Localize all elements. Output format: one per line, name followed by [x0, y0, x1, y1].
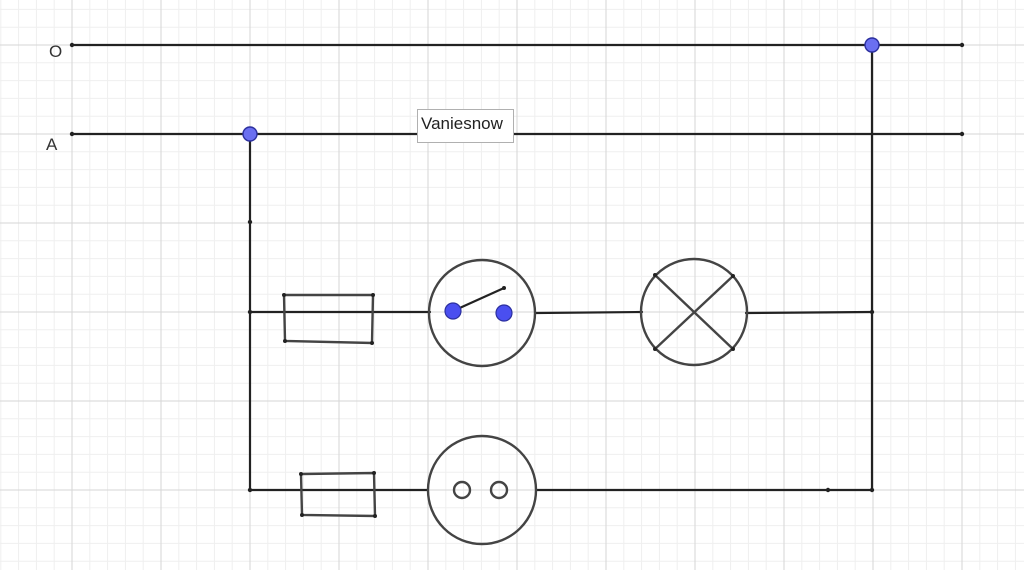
switch — [427, 258, 537, 368]
phase-line-end — [959, 131, 965, 137]
fuse-2-corner — [299, 472, 303, 476]
wire-node — [869, 487, 875, 493]
lamp-cross-2 — [654, 275, 734, 350]
lamp-cross-end — [653, 273, 657, 277]
fuse-2-corner — [300, 513, 304, 517]
switch-lever-tip — [502, 286, 506, 290]
switch-contact-left — [444, 302, 462, 320]
neutral-line-start — [69, 42, 75, 48]
fuse-2-corner — [373, 514, 377, 518]
watermark-label: Vaniesnow — [417, 109, 514, 143]
lamp-cross-end — [731, 274, 735, 278]
junction-phase[interactable] — [242, 126, 258, 142]
fuse-1 — [282, 293, 375, 345]
socket-pin-left — [452, 480, 472, 500]
wire-node — [825, 487, 831, 493]
fuse-2 — [299, 471, 377, 518]
fuse-1-corner — [371, 293, 375, 297]
wire-node — [869, 309, 875, 315]
wire-node — [247, 309, 253, 315]
fuse-1-corner — [282, 293, 286, 297]
fuse-2-corner — [372, 471, 376, 475]
wire-node — [247, 487, 253, 493]
label-phase: A — [46, 135, 58, 154]
fuse-1-corner — [283, 339, 287, 343]
branch-1-wire-c — [744, 310, 874, 315]
fuse-1-corner — [370, 341, 374, 345]
lamp-cross-end — [653, 347, 657, 351]
phase-line-start — [69, 131, 75, 137]
label-neutral: O — [49, 42, 62, 61]
neutral-line-end — [959, 42, 965, 48]
switch-contact-right — [495, 304, 513, 322]
lamp — [639, 257, 749, 367]
switch-lever — [451, 286, 506, 313]
branch-1-wire-b — [534, 310, 644, 315]
lamp-cross-end — [731, 347, 735, 351]
junction-neutral[interactable] — [864, 37, 880, 53]
socket — [426, 434, 538, 546]
wire-node — [247, 219, 253, 225]
socket-pin-right — [489, 480, 509, 500]
